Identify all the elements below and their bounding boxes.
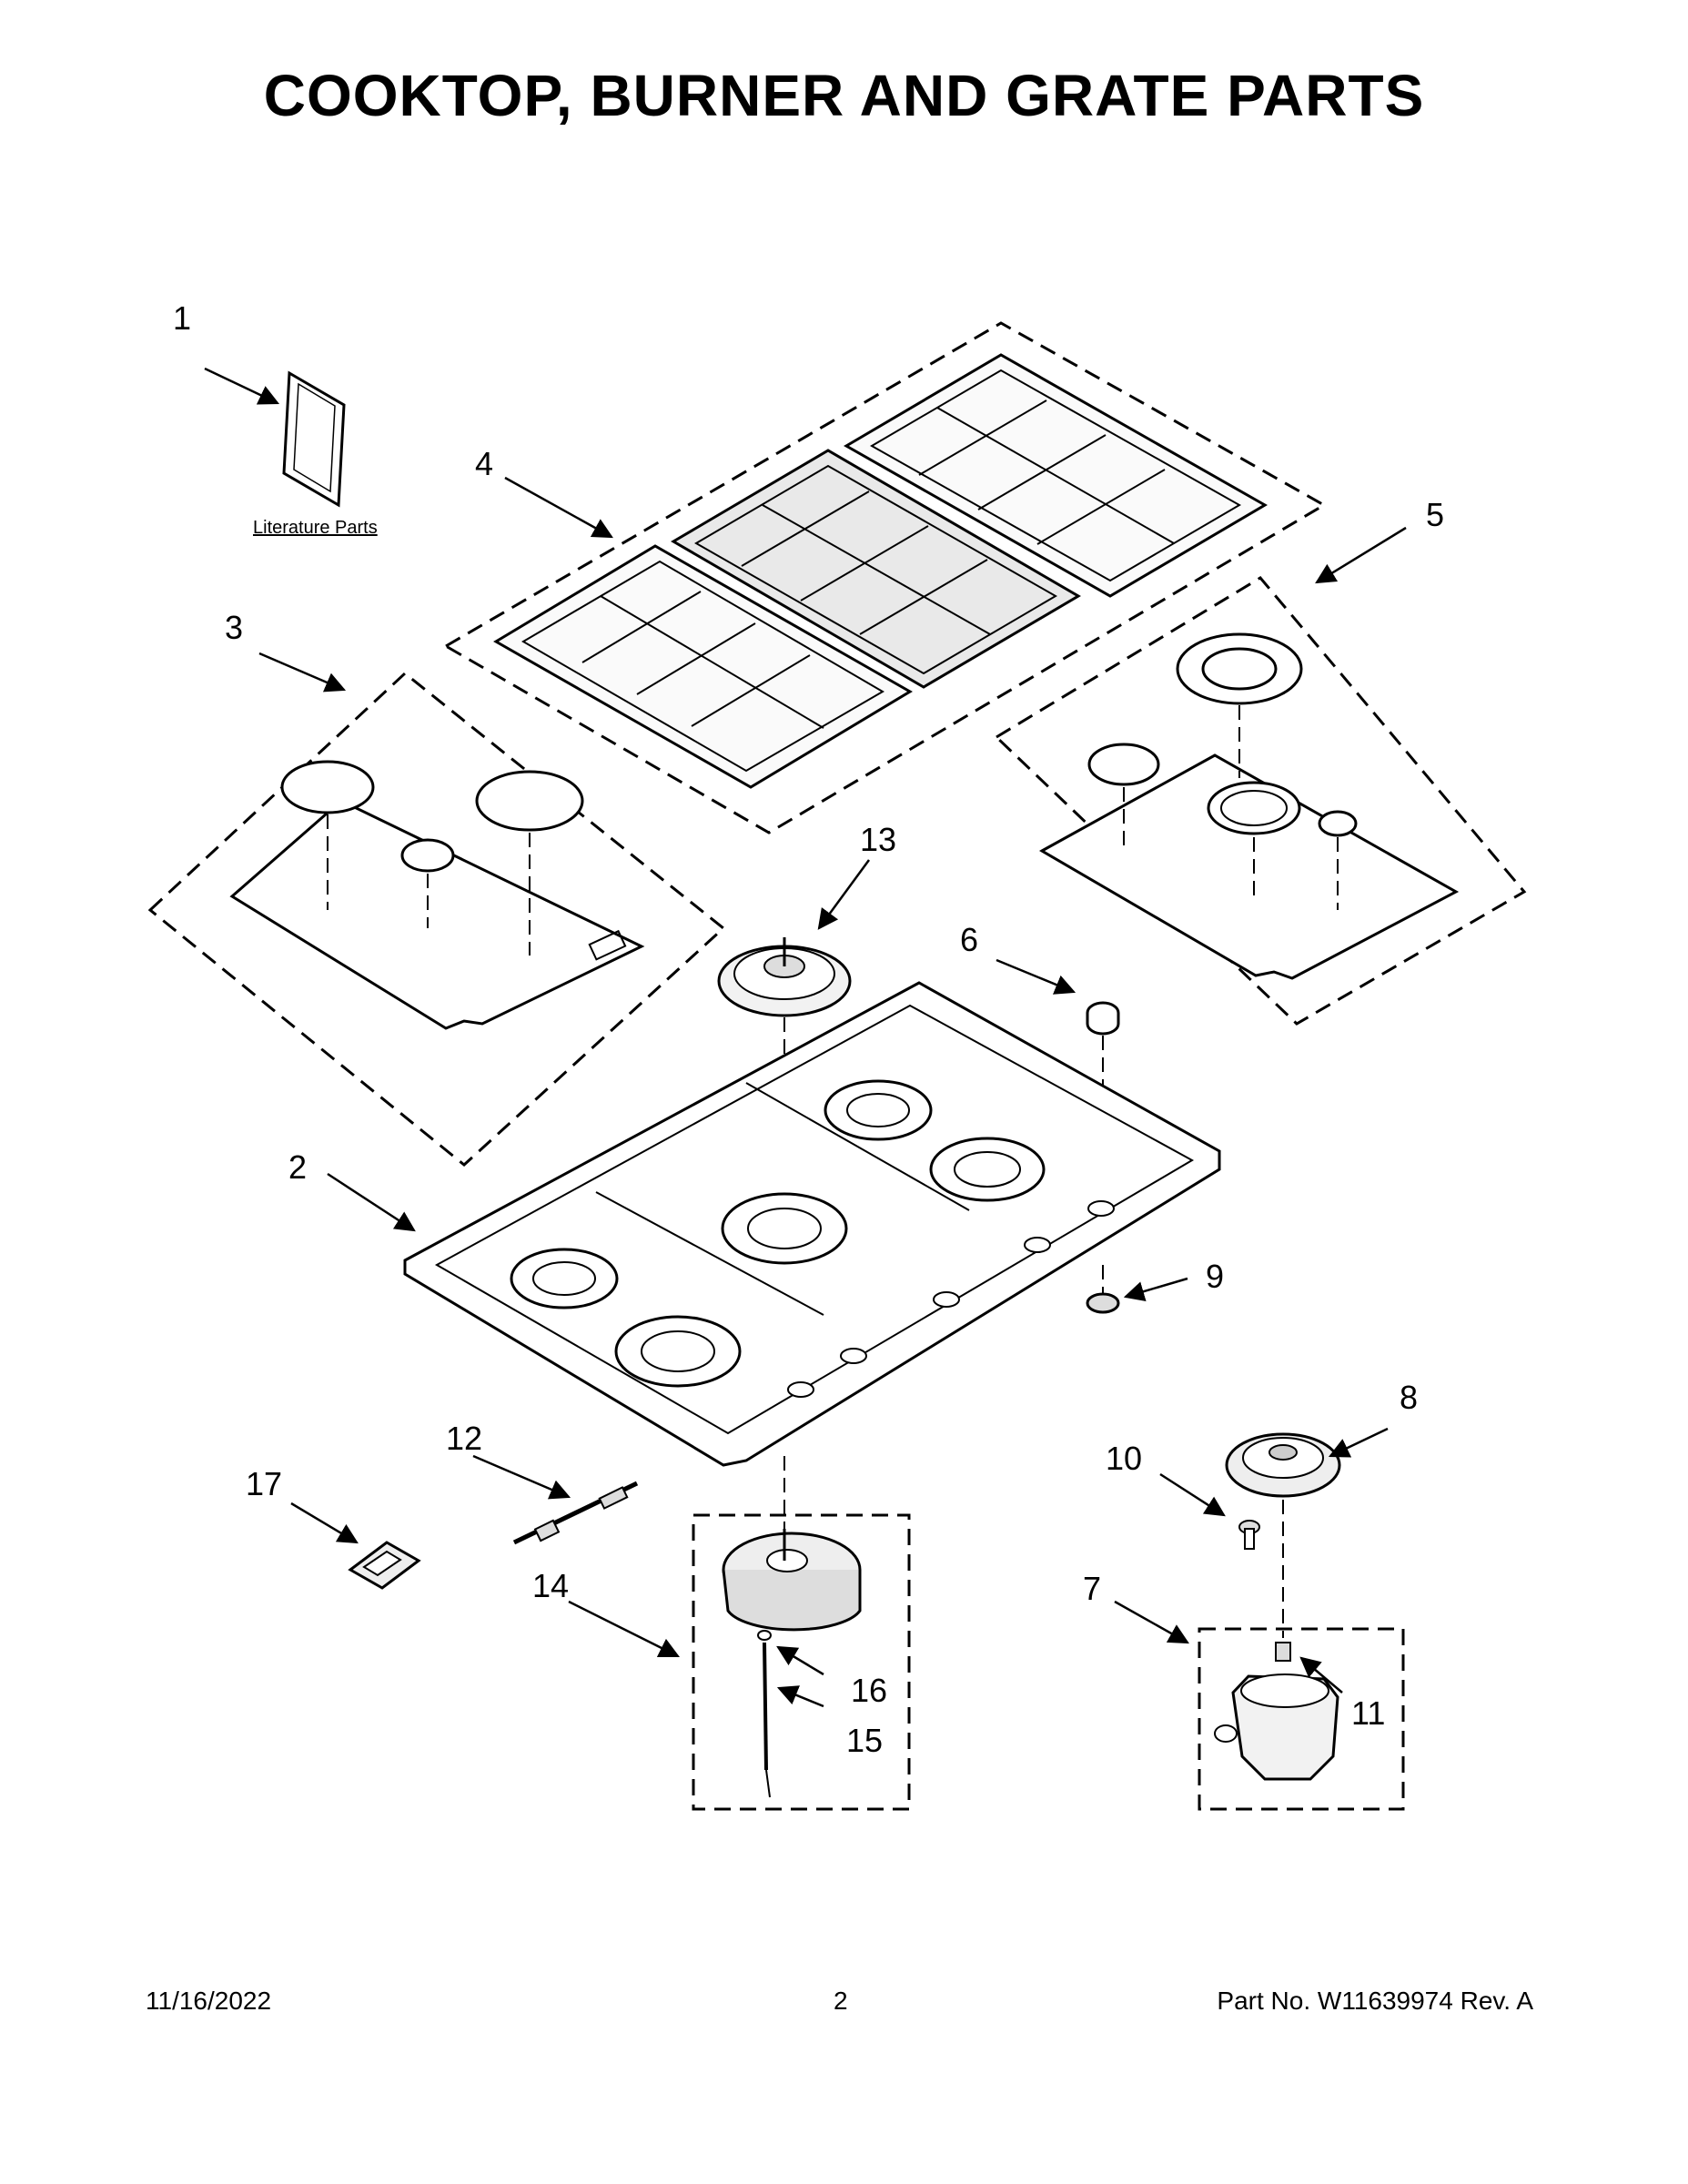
- callout-10: 10: [1106, 1440, 1142, 1477]
- callout-numbers: 1 4 3 5 13 6 2 9 8 10 12 17 14 7 11 16 1…: [173, 299, 1444, 1759]
- callout-14: 14: [532, 1567, 569, 1604]
- cooktop-panel[interactable]: [403, 981, 1221, 1467]
- literature-parts[interactable]: Literature Parts: [253, 370, 378, 538]
- callout-11: 11: [1351, 1694, 1385, 1732]
- callout-8: 8: [1400, 1379, 1418, 1416]
- page-title: COOKTOP, BURNER AND GRATE PARTS: [263, 63, 1425, 128]
- callout-12: 12: [446, 1420, 482, 1457]
- grate-right[interactable]: [844, 353, 1268, 598]
- left-burner-caps-group[interactable]: [147, 672, 726, 1167]
- burner-base-8[interactable]: [1225, 1432, 1341, 1638]
- callout-13: 13: [860, 821, 896, 858]
- footer-part-number: Part No. W11639974 Rev. A: [1217, 1987, 1533, 2015]
- right-burner-caps-group[interactable]: [994, 576, 1527, 1026]
- grates-group[interactable]: [443, 321, 1328, 834]
- callout-5: 5: [1426, 496, 1444, 533]
- callout-16: 16: [851, 1672, 887, 1709]
- grate-left[interactable]: [493, 544, 913, 789]
- callout-2: 2: [288, 1148, 307, 1186]
- callout-9: 9: [1206, 1258, 1224, 1295]
- clip-17[interactable]: [348, 1541, 421, 1590]
- literature-parts-label: Literature Parts: [253, 518, 378, 538]
- grommet-9[interactable]: [1086, 1265, 1120, 1314]
- callout-7: 7: [1083, 1570, 1101, 1607]
- callout-leaders: [204, 367, 1407, 1708]
- callout-6: 6: [960, 921, 978, 958]
- grate-center[interactable]: [671, 449, 1081, 689]
- callout-1: 1: [173, 299, 191, 337]
- burner-assembly-14[interactable]: [692, 1513, 911, 1811]
- footer-date: 11/16/2022: [146, 1987, 272, 2015]
- burner-base-13[interactable]: [717, 937, 852, 1017]
- screw-10[interactable]: [1238, 1520, 1260, 1550]
- callout-15: 15: [846, 1722, 883, 1759]
- valve-housing-7[interactable]: [1198, 1627, 1405, 1811]
- footer-page-number: 2: [834, 1987, 848, 2015]
- grommet-6[interactable]: [1086, 1001, 1120, 1174]
- callout-17: 17: [246, 1465, 282, 1502]
- callout-4: 4: [475, 445, 493, 482]
- callout-3: 3: [225, 609, 243, 646]
- spark-electrode-12[interactable]: [512, 1481, 639, 1545]
